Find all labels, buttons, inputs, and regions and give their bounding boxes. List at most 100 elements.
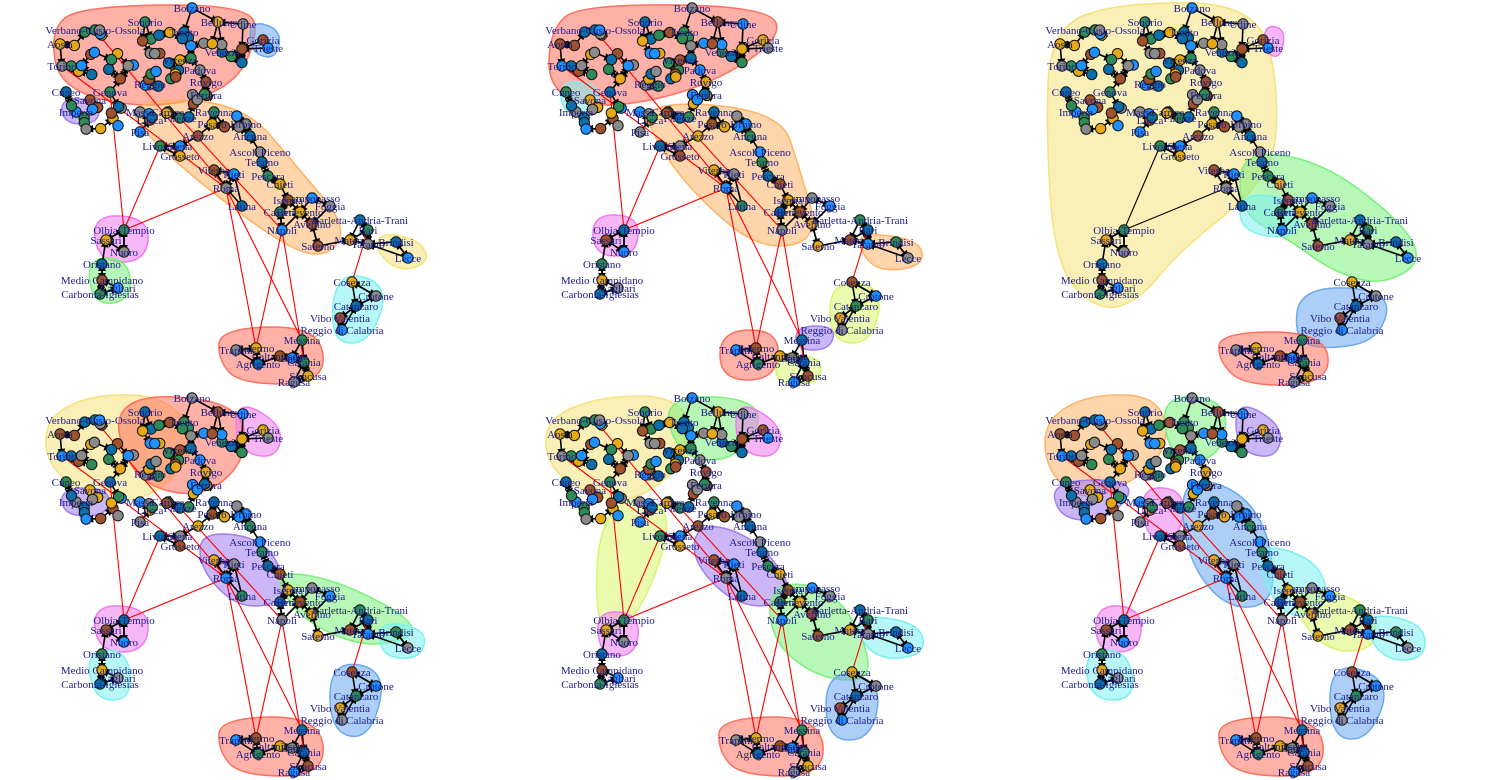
node-label: Urbino bbox=[230, 509, 262, 521]
node bbox=[736, 43, 748, 55]
node-label: Aosta bbox=[547, 39, 573, 51]
node-label: Brindisi bbox=[1378, 627, 1413, 639]
node-label: Cosenza bbox=[333, 277, 370, 289]
node-label: Firenze bbox=[164, 503, 197, 515]
node-label: Foggia bbox=[315, 201, 346, 213]
node-label: Imperia bbox=[1059, 107, 1093, 119]
node bbox=[237, 18, 249, 30]
node-label: Catania bbox=[287, 357, 321, 369]
node bbox=[802, 370, 814, 382]
node-label: Imperia bbox=[1059, 497, 1093, 509]
node bbox=[618, 246, 630, 258]
node-label: Arezzo bbox=[182, 131, 214, 143]
node-label: Grosseto bbox=[160, 541, 200, 553]
node-label: Siracusa bbox=[289, 371, 326, 383]
node-label: Cosenza bbox=[833, 277, 870, 289]
node-label: Imperia bbox=[559, 497, 593, 509]
edge-long bbox=[623, 187, 727, 231]
node bbox=[286, 352, 298, 364]
node-label: Ravenna bbox=[1195, 107, 1234, 119]
node bbox=[774, 178, 786, 190]
node bbox=[650, 455, 662, 468]
node-label: Sondrio bbox=[128, 17, 163, 29]
node bbox=[112, 509, 124, 522]
node bbox=[774, 350, 786, 362]
node bbox=[94, 512, 107, 525]
node-label: Lecce bbox=[395, 253, 421, 265]
node-label: Venezia bbox=[1205, 437, 1240, 449]
node-label: Urbino bbox=[730, 119, 762, 131]
node bbox=[670, 71, 682, 83]
node-label: Ravenna bbox=[695, 107, 734, 119]
node bbox=[103, 63, 115, 76]
node bbox=[274, 350, 286, 362]
node bbox=[639, 16, 651, 28]
node bbox=[93, 24, 106, 36]
node bbox=[122, 60, 134, 72]
node bbox=[674, 150, 686, 162]
node bbox=[670, 461, 682, 473]
node bbox=[139, 16, 151, 28]
node-label: Ravenna bbox=[195, 107, 234, 119]
node-label: Reggio di Calabria bbox=[300, 325, 383, 337]
node bbox=[554, 38, 566, 50]
node-label: Lecce bbox=[1395, 253, 1421, 265]
node-label: Avellino bbox=[1293, 219, 1331, 231]
node bbox=[650, 65, 662, 78]
node bbox=[146, 111, 158, 123]
node-label: Nuoro bbox=[1110, 637, 1139, 649]
edge-long bbox=[725, 187, 758, 349]
node-label: Chieti bbox=[267, 569, 294, 581]
node-label: Lecce bbox=[1395, 643, 1421, 655]
node bbox=[636, 425, 649, 437]
node bbox=[757, 34, 769, 46]
node bbox=[183, 111, 195, 123]
node bbox=[153, 29, 165, 41]
node-label: Padova bbox=[684, 455, 717, 467]
node bbox=[588, 46, 601, 59]
node-label: Udine bbox=[730, 19, 757, 31]
node-label: Bolzano bbox=[174, 393, 211, 405]
node-label: Chieti bbox=[267, 179, 294, 191]
node-label: Carrara bbox=[152, 107, 185, 119]
node bbox=[1150, 65, 1162, 78]
node-label: Roma bbox=[713, 183, 739, 195]
node-label: Ancona bbox=[733, 521, 767, 533]
node-label: Crotone bbox=[358, 291, 394, 303]
node bbox=[1136, 35, 1149, 47]
node bbox=[575, 449, 588, 462]
node-label: Padova bbox=[184, 65, 217, 77]
node-label: Massa bbox=[126, 107, 154, 119]
node-label: Pesaro bbox=[1197, 509, 1227, 521]
node bbox=[1150, 455, 1162, 468]
node-label: Carbonia-Iglesias bbox=[561, 289, 639, 301]
node bbox=[324, 200, 336, 212]
node-label: Genova bbox=[593, 87, 627, 99]
node bbox=[575, 59, 588, 72]
node-label: Cosenza bbox=[1333, 667, 1370, 679]
node-label: Napoli bbox=[767, 225, 797, 237]
node-label: Nuoro bbox=[110, 247, 139, 259]
node-label: Roma bbox=[213, 573, 239, 585]
node bbox=[870, 290, 882, 302]
node bbox=[312, 240, 324, 252]
node bbox=[1103, 63, 1115, 76]
node-label: Rieti bbox=[723, 169, 744, 181]
node-label: Trapani bbox=[1219, 735, 1253, 747]
node bbox=[636, 35, 649, 47]
node-label: Chieti bbox=[767, 179, 794, 191]
node-label: Sassari bbox=[1090, 235, 1121, 247]
node bbox=[862, 224, 874, 236]
node bbox=[136, 425, 149, 437]
node-label: Verbano-Cusio-Ossola bbox=[45, 415, 145, 427]
node bbox=[612, 119, 624, 132]
node-label: Avellino bbox=[293, 219, 331, 231]
node-label: Aosta bbox=[1047, 39, 1073, 51]
node bbox=[762, 170, 774, 182]
node-label: Nuoro bbox=[610, 247, 639, 259]
node-label: Catania bbox=[787, 747, 821, 759]
node bbox=[94, 122, 107, 135]
node-label: Latina bbox=[228, 591, 256, 603]
node-label: Trento bbox=[670, 27, 699, 39]
node bbox=[728, 168, 740, 180]
